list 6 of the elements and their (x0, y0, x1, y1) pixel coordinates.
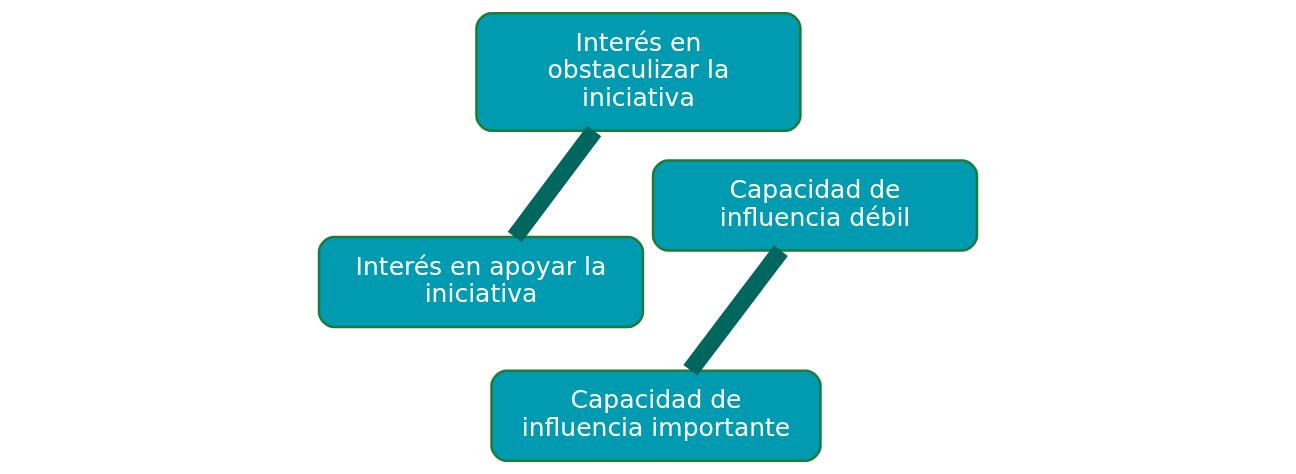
connector (507, 125, 602, 243)
node-box: Capacidad de influencia débil (651, 159, 979, 252)
node-box: Interés en obstaculizar la iniciativa (475, 12, 802, 133)
node-box: Interés en apoyar la iniciativa (317, 235, 645, 329)
connector (683, 245, 788, 376)
node-box: Capacidad de influencia importante (490, 369, 822, 462)
